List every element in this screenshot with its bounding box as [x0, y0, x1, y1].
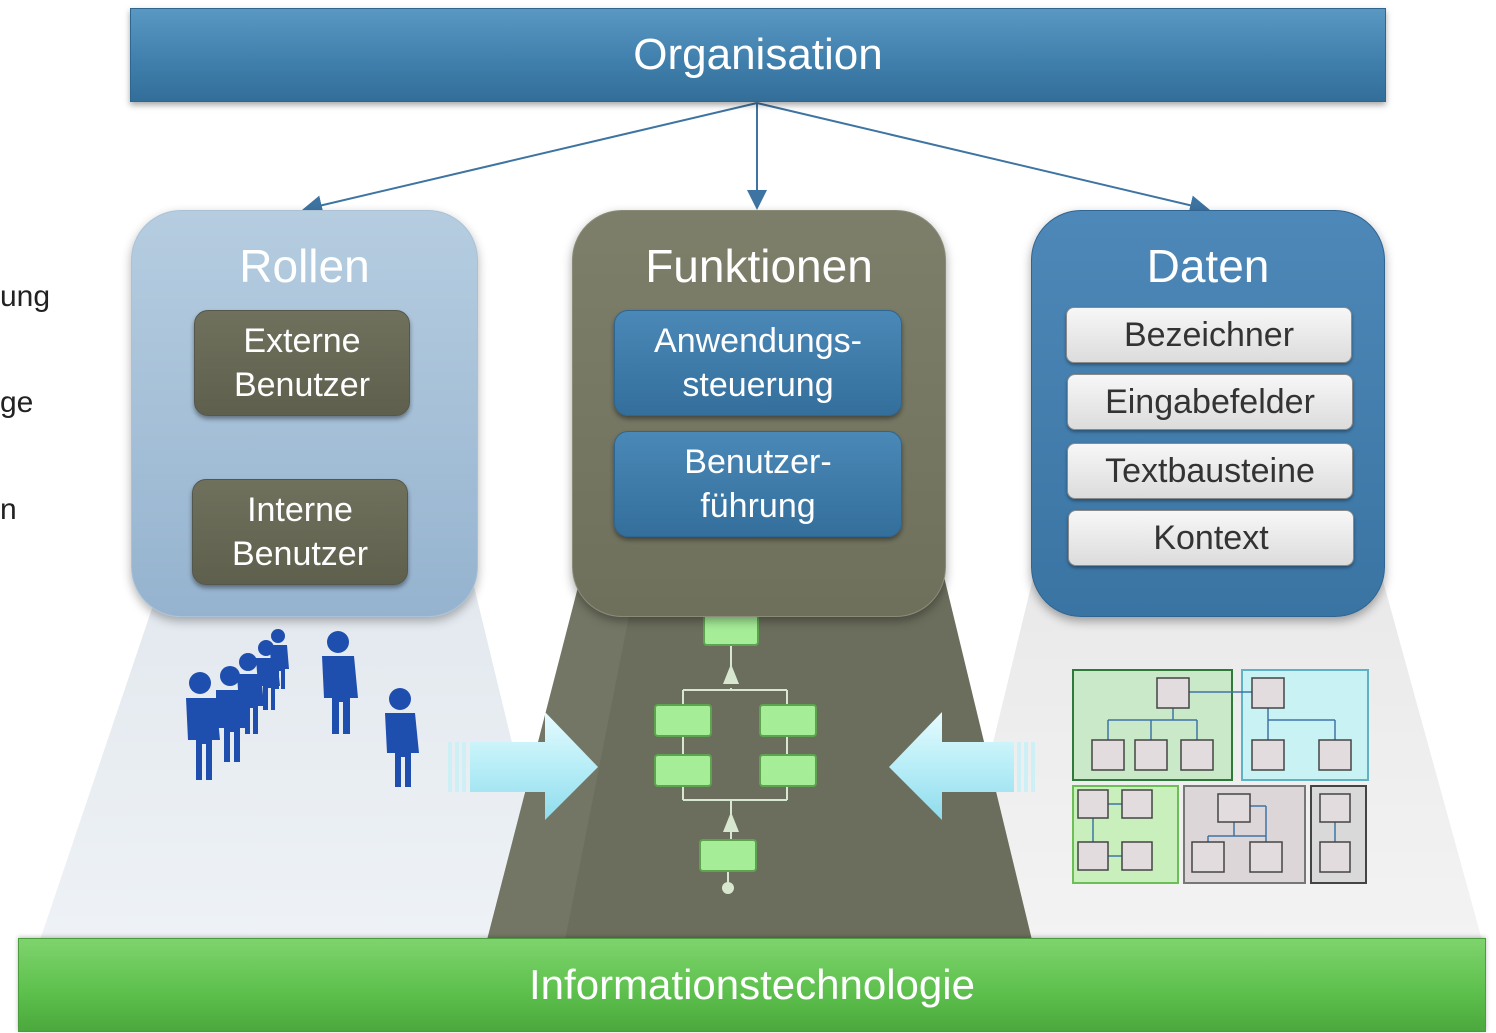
kontext-label: Kontext [1153, 518, 1269, 557]
arrow-right-icon [448, 712, 598, 820]
textbausteine-label: Textbausteine [1105, 451, 1315, 490]
rollen-backdrop [40, 570, 560, 940]
connector-daten [756, 102, 1210, 216]
cut-text-3: n [0, 493, 17, 526]
kontext-box: Kontext [1068, 510, 1354, 566]
eingabefelder-box: Eingabefelder [1067, 374, 1353, 430]
rollen-panel: Rollen Externe Benutzer Interne Benutzer [131, 210, 478, 617]
bezeichner-box: Bezeichner [1066, 307, 1352, 363]
informationstechnologie-label: Informationstechnologie [529, 961, 975, 1008]
arrow-left-icon [889, 712, 1035, 820]
rollen-title: Rollen [239, 240, 370, 292]
funktionen-title: Funktionen [645, 240, 873, 292]
anwendungssteuerung-label: Anwendungs- steuerung [654, 321, 862, 404]
anwendungssteuerung-box: Anwendungs- steuerung [614, 310, 902, 416]
user-group-icon [186, 629, 419, 787]
benutzerfuehrung-label: Benutzer- führung [684, 442, 832, 525]
eingabefelder-label: Eingabefelder [1105, 382, 1315, 421]
externe-benutzer-label: Externe Benutzer [233, 321, 371, 404]
organisation-label: Organisation [633, 30, 883, 79]
textbausteine-box: Textbausteine [1067, 443, 1353, 499]
daten-title: Daten [1146, 240, 1270, 292]
interne-benutzer-label: Interne Benutzer [231, 490, 369, 573]
externe-benutzer-box: Externe Benutzer [194, 310, 410, 416]
organisation-bar: Organisation [130, 8, 1386, 102]
funktionen-panel: Funktionen Anwendungs- steuerung Benutze… [572, 210, 946, 617]
interne-benutzer-box: Interne Benutzer [192, 479, 408, 585]
benutzerfuehrung-box: Benutzer- führung [614, 431, 902, 537]
funktionen-backdrop [487, 560, 1032, 940]
connector-rollen [302, 102, 758, 216]
informationstechnologie-bar: Informationstechnologie [18, 938, 1486, 1032]
cut-text-1: ung [0, 280, 51, 313]
data-model-icon [1072, 669, 1369, 884]
daten-panel: Daten Bezeichner Eingabefelder Textbaust… [1031, 210, 1385, 617]
bezeichner-label: Bezeichner [1123, 315, 1295, 354]
cut-text-2: ge [0, 386, 34, 419]
